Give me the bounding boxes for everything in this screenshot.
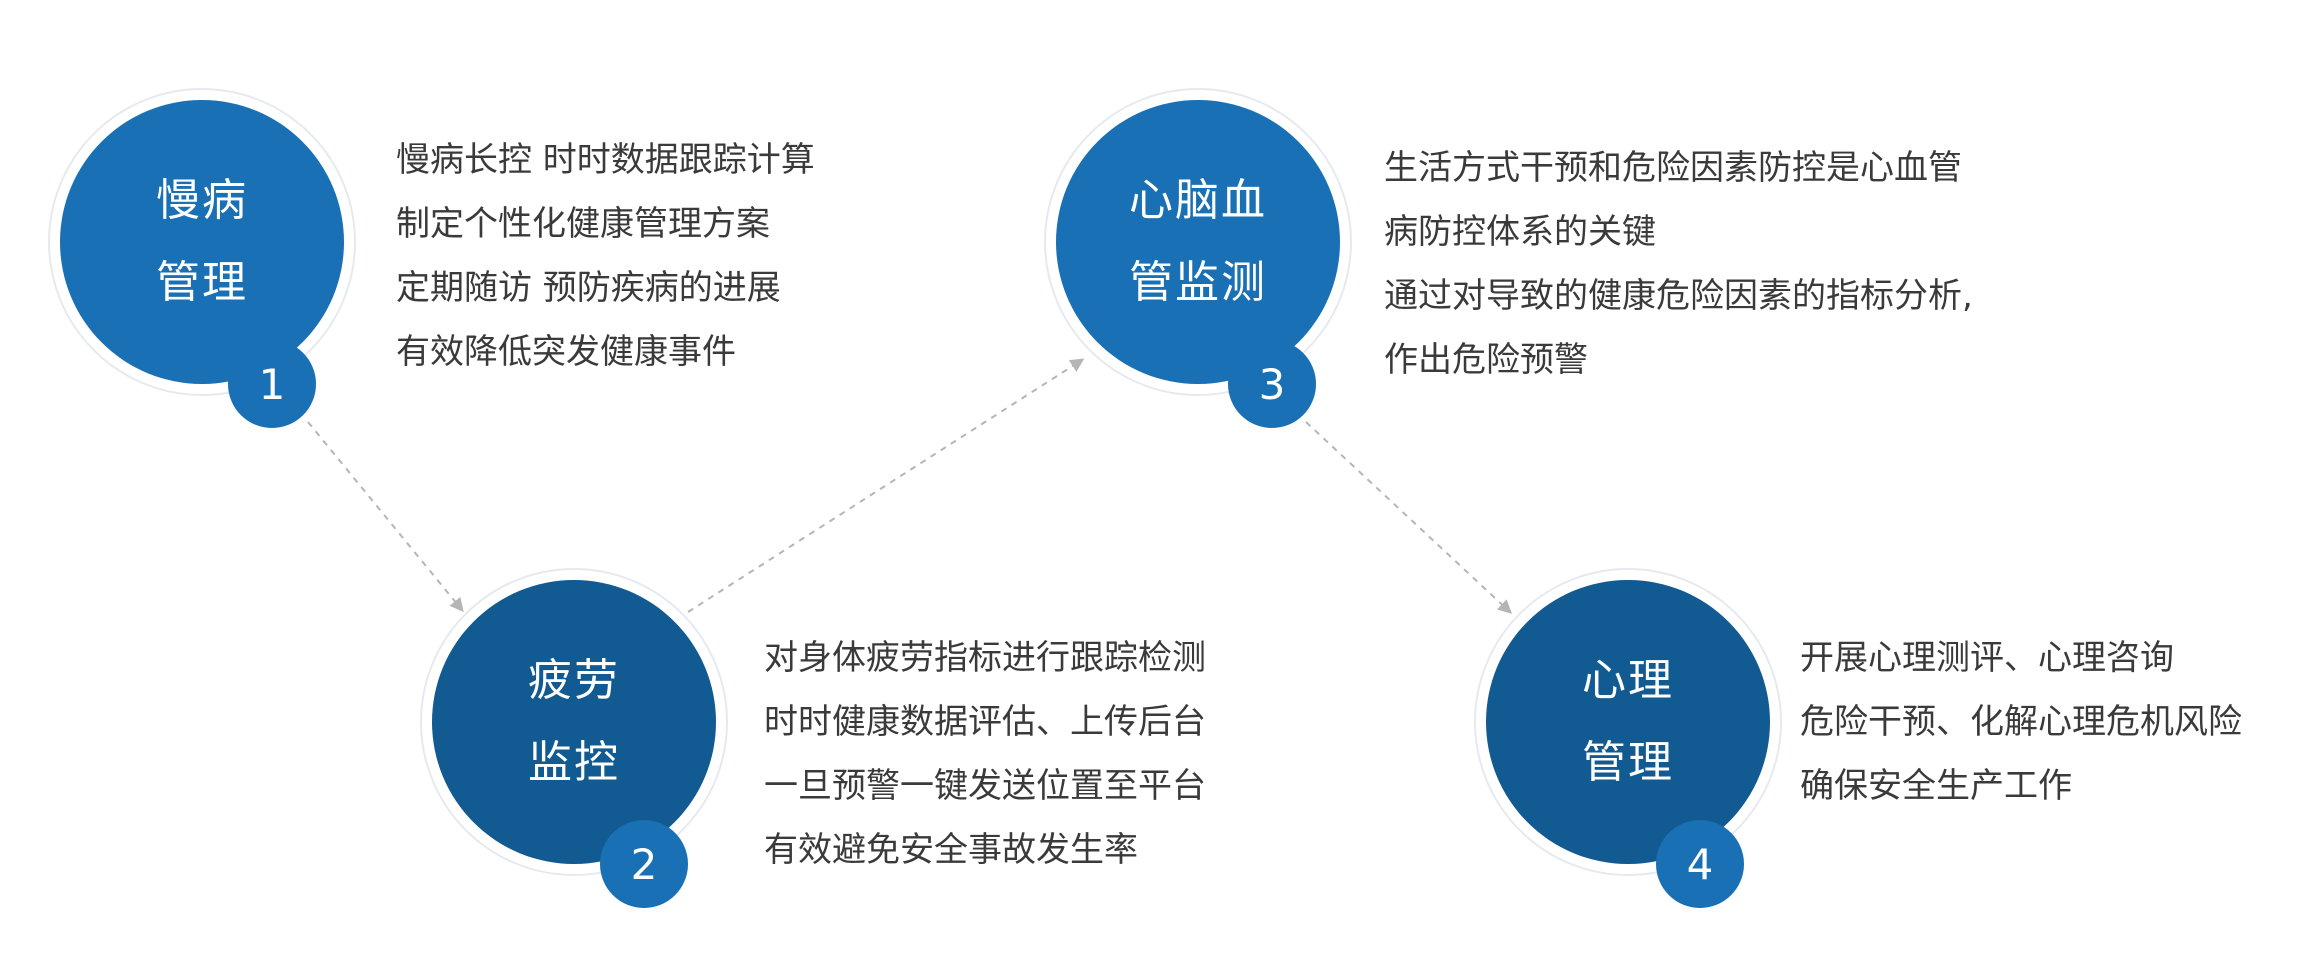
step-2-line-1: 对身体疲劳指标进行跟踪检测: [764, 638, 1206, 678]
connector-2-to-3: [687, 358, 1085, 613]
step-2-description: 对身体疲劳指标进行跟踪检测 时时健康数据评估、上传后台 一旦预警一键发送位置至平…: [764, 626, 1206, 882]
step-1-circle: 慢病 管理: [60, 100, 344, 384]
step-1-line-4: 有效降低突发健康事件: [396, 332, 736, 372]
step-3-line-1: 生活方式干预和危险因素防控是心血管: [1384, 148, 1962, 188]
step-1-line-2: 制定个性化健康管理方案: [396, 204, 770, 244]
step-4-line-3: 确保安全生产工作: [1800, 766, 2072, 806]
step-4-line-2: 危险干预、化解心理危机风险: [1800, 702, 2242, 742]
step-2-line-4: 有效避免安全事故发生率: [764, 830, 1138, 870]
step-1-title-line-2: 管理: [156, 257, 248, 308]
step-4-number-badge: 4: [1656, 820, 1744, 908]
step-3-number-badge: 3: [1228, 340, 1316, 428]
step-1-title-line-1: 慢病: [156, 175, 248, 226]
step-1-number-badge: 1: [228, 340, 316, 428]
step-3-description: 生活方式干预和危险因素防控是心血管 病防控体系的关键 通过对导致的健康危险因素的…: [1384, 136, 1973, 392]
step-3-title-line-2: 管监测: [1129, 257, 1267, 308]
step-3-line-4: 作出危险预警: [1384, 340, 1588, 380]
step-3-line-3: 通过对导致的健康危险因素的指标分析,: [1384, 276, 1973, 316]
step-3-circle: 心脑血 管监测: [1056, 100, 1340, 384]
step-2-circle: 疲劳 监控: [432, 580, 716, 864]
step-1-line-3: 定期随访 预防疾病的进展: [396, 268, 781, 308]
step-4-title-line-1: 心理: [1582, 655, 1674, 706]
step-2-number-badge: 2: [600, 820, 688, 908]
step-1-line-1: 慢病长控 时时数据跟踪计算: [396, 140, 815, 180]
step-4-title-line-2: 管理: [1582, 737, 1674, 788]
connector-3-to-4: [1305, 421, 1513, 614]
step-4-description: 开展心理测评、心理咨询 危险干预、化解心理危机风险 确保安全生产工作: [1800, 626, 2242, 818]
step-4-circle: 心理 管理: [1486, 580, 1770, 864]
step-2-title-line-2: 监控: [528, 737, 620, 788]
step-2-line-2: 时时健康数据评估、上传后台: [764, 702, 1206, 742]
step-1-description: 慢病长控 时时数据跟踪计算 制定个性化健康管理方案 定期随访 预防疾病的进展 有…: [396, 128, 815, 384]
step-4-line-1: 开展心理测评、心理咨询: [1800, 638, 2174, 678]
connector-1-to-2: [307, 421, 464, 613]
step-3-title-line-1: 心脑血: [1129, 175, 1267, 226]
step-3-line-2: 病防控体系的关键: [1384, 212, 1656, 252]
step-2-line-3: 一旦预警一键发送位置至平台: [764, 766, 1206, 806]
step-2-title-line-1: 疲劳: [528, 655, 620, 706]
